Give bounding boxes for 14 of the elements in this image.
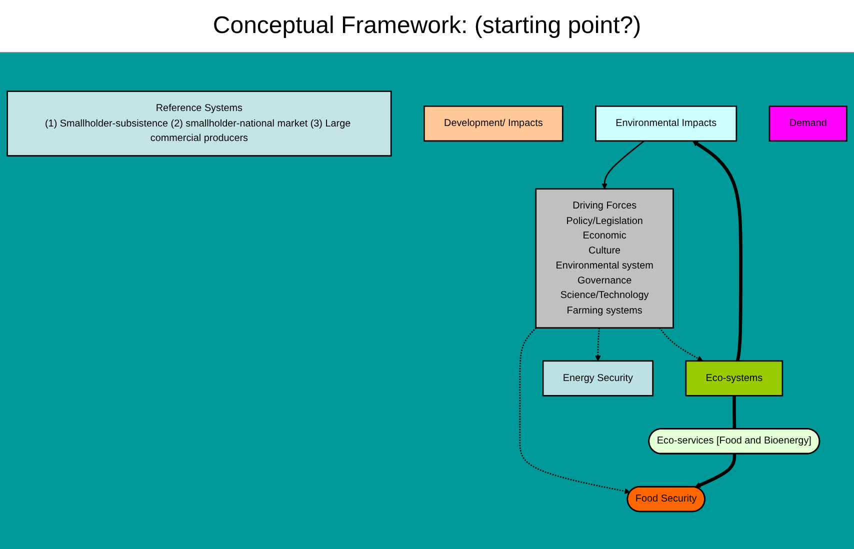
node-box: Energy Security [542,360,654,396]
node-box: Driving Forces Policy/Legislation Economic Culture Environmental system Governance Science/Technology Farming systems [535,188,674,328]
node-box: Eco-systems [685,360,784,396]
connector [732,395,736,429]
arrow [595,327,601,361]
node-box: Reference Systems (1) Smallholder-subsistence (2) smallholder-national market (3) Large commercial producers [6,90,392,156]
node-box: Environmental Impacts [595,105,738,142]
arrow [694,454,736,488]
arrow [692,140,742,361]
arrow [659,327,703,361]
node-box: Development/ Impacts [424,105,564,142]
arrow [602,140,645,189]
arrow [519,327,630,494]
node-box: Demand [768,105,848,142]
